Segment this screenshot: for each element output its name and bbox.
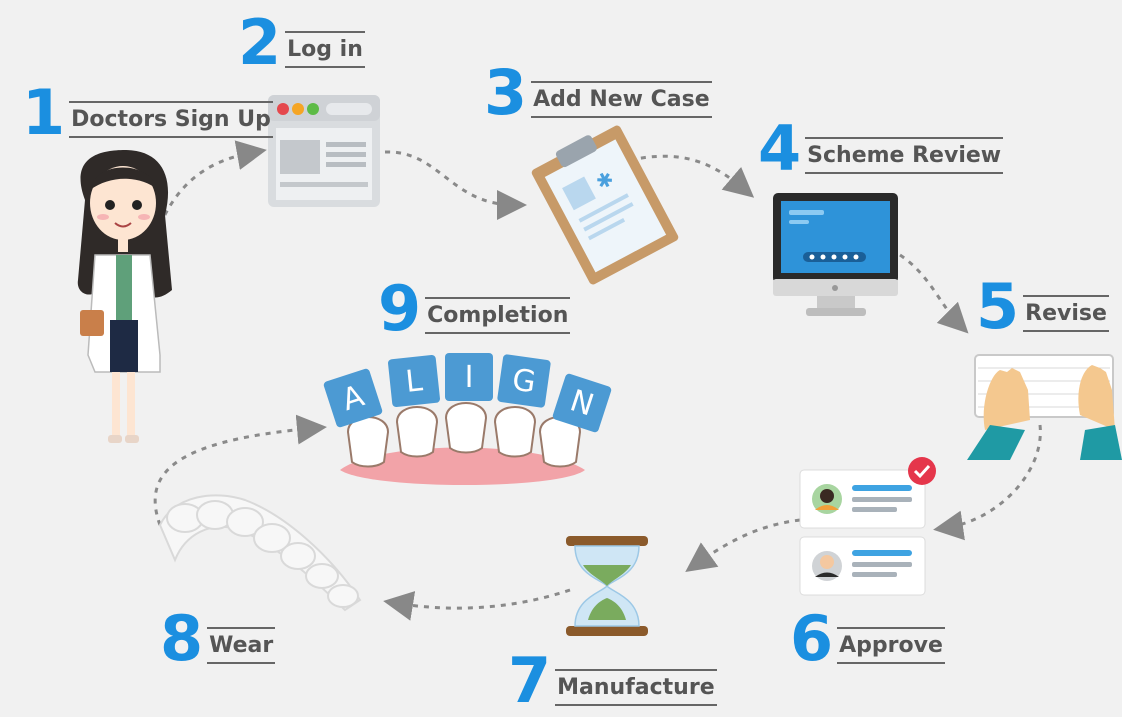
step-label: Log in (285, 31, 365, 68)
step-number: 4 (758, 112, 802, 185)
arrow-5-6 (933, 424, 1042, 541)
step-1: 1 Doctors Sign Up (22, 82, 273, 144)
step-label: Add New Case (531, 81, 712, 118)
step-label: Scheme Review (805, 137, 1004, 174)
doctor-icon (77, 150, 172, 443)
step-4: 4 Scheme Review (758, 112, 1004, 185)
step-8: 8 Wear (160, 602, 276, 675)
step-2: 2 Log in (238, 12, 365, 74)
align-teeth-icon: A L I G N (323, 353, 612, 485)
step-label: Approve (837, 627, 945, 664)
monitor-icon (773, 193, 898, 316)
clipboard-icon: ✱ (531, 125, 679, 285)
arrow-7-8 (383, 588, 571, 621)
approve-cards-icon (799, 457, 936, 596)
keyboard-typing-icon (967, 354, 1122, 460)
align-letter-g: G (510, 363, 538, 401)
step-number: 3 (484, 56, 528, 129)
hourglass-icon (566, 536, 648, 636)
align-letter-l: L (404, 363, 425, 400)
step-number: 5 (976, 270, 1020, 343)
browser-window-icon (268, 95, 380, 207)
step-number: 2 (238, 6, 282, 79)
clear-aligner-icon (158, 494, 362, 612)
step-number: 6 (790, 602, 834, 675)
step-6: 6 Approve (790, 608, 945, 670)
step-7: 7 Manufacture (508, 650, 717, 712)
arrow-1-2 (158, 140, 267, 226)
step-3: 3 Add New Case (484, 62, 712, 124)
arrow-3-4 (629, 154, 755, 198)
step-number: 8 (160, 602, 204, 675)
flow-arrows (153, 140, 1042, 621)
arrow-6-7 (685, 518, 801, 572)
arrow-4-5 (899, 253, 969, 334)
step-number: 1 (22, 76, 66, 149)
step-number: 9 (378, 272, 422, 345)
step-number: 7 (508, 644, 552, 717)
step-label: Manufacture (555, 669, 717, 706)
step-label: Completion (425, 297, 571, 334)
step-label: Revise (1023, 295, 1109, 332)
arrow-8-9 (153, 414, 327, 526)
step-5: 5 Revise (976, 276, 1109, 338)
step-label: Wear (207, 627, 276, 664)
arrow-2-3 (384, 150, 527, 220)
workflow-illustration: ✱ (77, 95, 1122, 636)
align-letter-i: I (465, 360, 474, 395)
step-9: 9 Completion (378, 272, 571, 345)
step-label: Doctors Sign Up (69, 101, 273, 138)
